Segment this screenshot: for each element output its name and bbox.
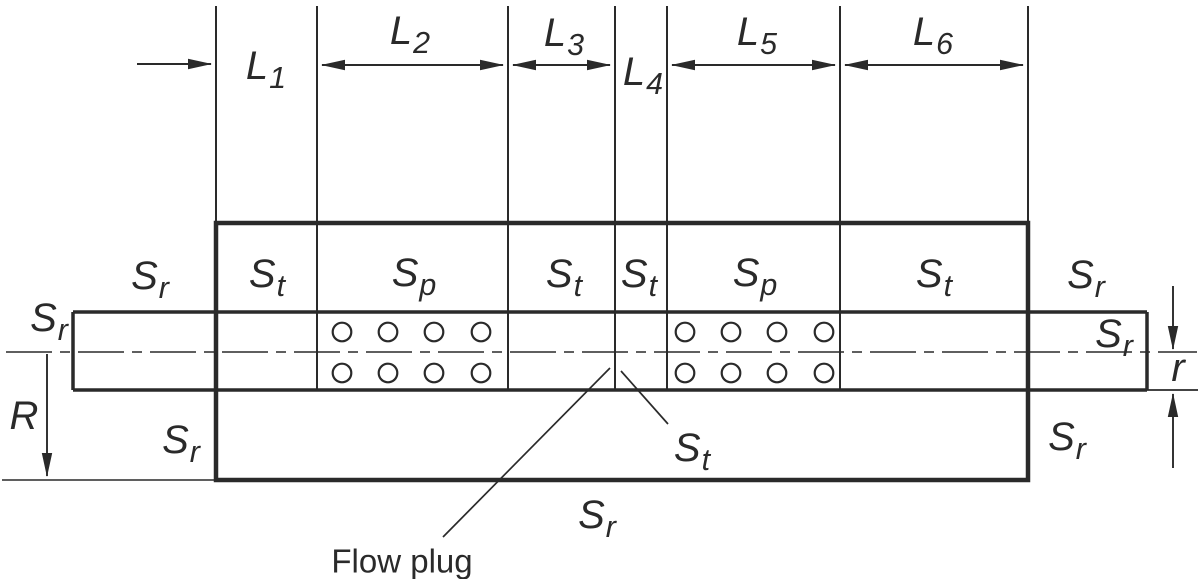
section-label-st-l3: St (546, 254, 582, 302)
label-text: L (543, 11, 567, 56)
perforation-hole (813, 321, 835, 343)
label-subscript: t (648, 269, 658, 304)
perforation-hole (766, 362, 788, 384)
label-text: S (578, 493, 605, 538)
dim-label-l6: L6 (913, 12, 953, 60)
label-subscript: r (605, 510, 616, 545)
label-sr-bottom-center: Sr (578, 495, 616, 543)
perforation-hole (674, 321, 696, 343)
perforation-hole (423, 321, 445, 343)
label-subscript: p (760, 268, 778, 303)
label-subscript: r (189, 435, 200, 470)
perforation-hole (331, 362, 353, 384)
label-subscript: 3 (567, 28, 585, 63)
label-subscript: 1 (269, 61, 287, 96)
inner-tube-outline (71, 310, 1149, 392)
perforation-hole (720, 362, 742, 384)
label-text: L (912, 10, 936, 55)
label-subscript: 5 (760, 27, 778, 62)
label-text: S (1048, 415, 1075, 460)
label-subscript: r (57, 313, 68, 348)
flow-plug-annotation: Flow plug (331, 545, 472, 578)
label-text: S (30, 296, 57, 341)
casing-outline (213, 220, 1031, 483)
label-text: L (736, 10, 760, 55)
label-text: S (162, 418, 189, 463)
section-label-sp-left: Sp (392, 253, 437, 301)
label-subscript: 4 (646, 67, 664, 102)
perforation-hole (470, 321, 492, 343)
section-label-st-l6: St (916, 254, 952, 302)
label-text: S (673, 426, 701, 471)
label-radius-r: r (1171, 348, 1184, 388)
label-st-plug-callout: St (674, 428, 710, 476)
section-label-sr-outer-right: Sr (1067, 255, 1105, 303)
perforations-right (674, 321, 835, 384)
label-text: S (915, 252, 943, 297)
station-lines (215, 6, 1029, 390)
label-subscript: p (419, 268, 437, 303)
section-label-sp-right: Sp (733, 253, 778, 301)
perforation-hole (766, 321, 788, 343)
label-radius-R: R (10, 396, 39, 436)
label-text: S (131, 254, 158, 299)
perforation-hole (674, 362, 696, 384)
label-subscript: t (701, 443, 711, 478)
perforation-hole (470, 362, 492, 384)
label-sr-lower-right: Sr (1048, 417, 1086, 465)
perforations-left (331, 321, 492, 384)
label-subscript: t (943, 269, 953, 304)
label-subscript: t (276, 269, 286, 304)
section-label-st-l4: St (621, 254, 657, 302)
label-subscript: r (1122, 329, 1133, 364)
perforation-hole (423, 362, 445, 384)
dim-label-l1: L1 (246, 46, 286, 94)
st-leader-line (620, 370, 669, 425)
label-text: Flow plug (331, 542, 473, 579)
label-text: S (248, 252, 276, 297)
label-text: S (732, 251, 760, 296)
perforation-hole (377, 321, 399, 343)
dim-label-l2: L2 (390, 11, 430, 59)
label-subscript: r (158, 271, 169, 306)
perforation-hole (720, 321, 742, 343)
label-text: r (1171, 346, 1185, 390)
label-subscript: t (573, 269, 583, 304)
label-subscript: 6 (936, 27, 954, 62)
label-text: L (245, 44, 269, 89)
perforation-hole (331, 321, 353, 343)
dimension-arrows (41, 58, 1179, 477)
label-text: S (1095, 312, 1122, 357)
flow-plug-leader-line (442, 367, 611, 538)
section-label-st-l1: St (249, 254, 285, 302)
label-sr-inlet-pipe: Sr (30, 298, 68, 346)
label-text: L (389, 9, 413, 54)
label-sr-outlet-pipe: Sr (1095, 314, 1133, 362)
dim-label-l4: L4 (623, 52, 663, 100)
section-label-sr-outer-left: Sr (131, 256, 169, 304)
label-text: S (1067, 253, 1094, 298)
label-subscript: 2 (413, 26, 431, 61)
label-text: L (622, 50, 646, 95)
label-subscript: r (1075, 432, 1086, 467)
label-text: S (545, 252, 573, 297)
dim-label-l3: L3 (544, 13, 584, 61)
perforation-hole (813, 362, 835, 384)
label-sr-lower-left: Sr (162, 420, 200, 468)
dim-label-l5: L5 (737, 12, 777, 60)
label-text: S (620, 252, 648, 297)
label-text: S (391, 251, 419, 296)
perforation-hole (377, 362, 399, 384)
label-text: R (9, 394, 39, 438)
label-subscript: r (1094, 270, 1105, 305)
